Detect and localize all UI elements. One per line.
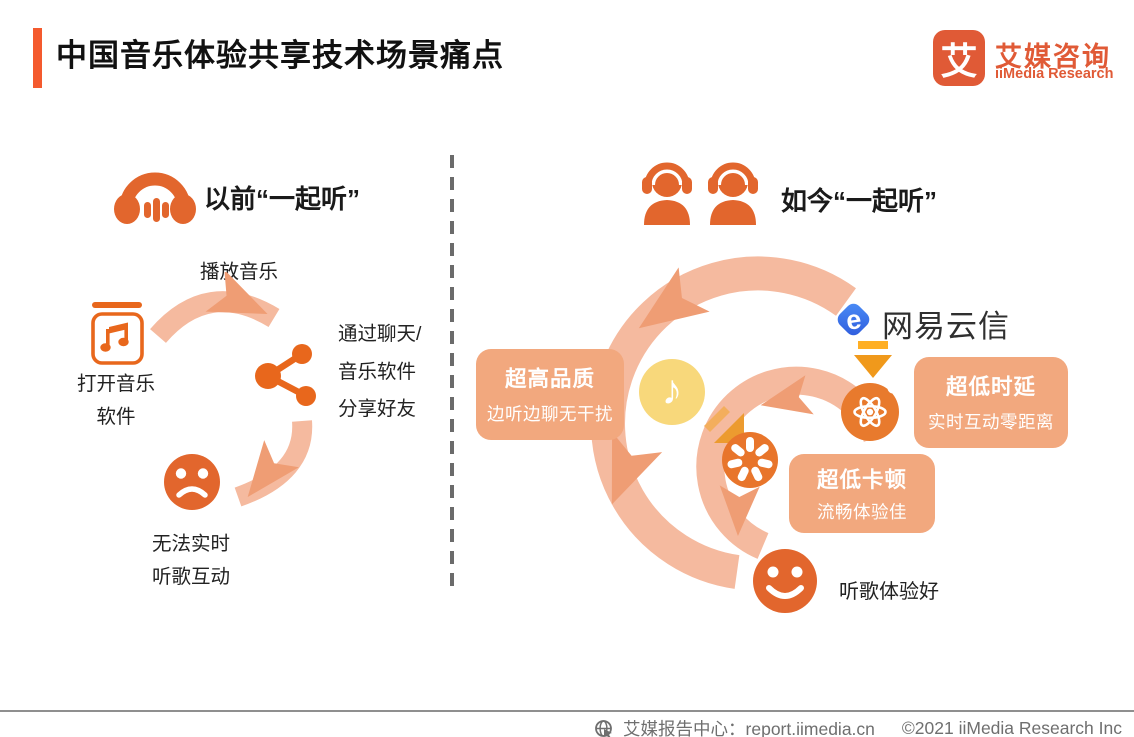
step-open-label: 打开音乐 软件 <box>66 368 166 434</box>
badge-latency: 超低时延 实时互动零距离 <box>914 357 1068 448</box>
badge-latency-sub: 实时互动零距离 <box>928 412 1054 432</box>
left-section-heading: 以前“一起听” <box>204 184 361 214</box>
listeners-avatars-icon <box>641 159 759 225</box>
step-share-line1: 通过聊天/ <box>338 323 422 345</box>
result-label: 听歌体验好 <box>839 581 939 603</box>
pain-label: 无法实时 听歌互动 <box>136 528 246 594</box>
netease-yunxin-name: 网易云信 <box>882 309 1010 344</box>
sad-face-icon <box>164 454 220 510</box>
badge-latency-title: 超低时延 <box>945 375 1036 399</box>
badge-quality: 超高品质 边听边聊无干扰 <box>476 349 624 440</box>
curved-arrow-down-icon <box>234 420 313 507</box>
brand-name-en: iiMedia Research <box>995 66 1114 82</box>
step-share-label: 通过聊天/ 音乐软件 分享好友 <box>338 316 421 429</box>
step-play-label: 播放音乐 <box>200 261 279 283</box>
right-section-heading: 如今“一起听” <box>781 186 938 216</box>
step-share-line3: 分享好友 <box>338 398 417 420</box>
down-chevron-icon <box>854 341 892 378</box>
netease-yunxin-logo-icon: e <box>837 303 870 336</box>
music-note-circle-icon: ♪ <box>639 359 705 425</box>
netease-icon-glyph: e <box>844 304 863 336</box>
iimedia-logo-icon: 艾 <box>933 30 985 86</box>
title-accent-bar <box>33 28 42 88</box>
spinner-icon <box>722 432 778 488</box>
step-share-line2: 音乐软件 <box>338 360 417 383</box>
page-title: 中国音乐体验共享技术场景痛点 <box>56 38 504 73</box>
badge-quality-title: 超高品质 <box>504 367 595 391</box>
step-open-line2: 软件 <box>96 406 136 428</box>
footer-source: 艾媒报告中心：report.iimedia.cn <box>623 719 875 737</box>
pain-line2: 听歌互动 <box>151 566 230 588</box>
avatar-right <box>707 159 759 225</box>
smiley-face-icon <box>753 549 817 613</box>
logo-mark-glyph: 艾 <box>940 41 978 82</box>
badge-lag: 超低卡顿 流畅体验佳 <box>789 454 935 533</box>
headphones-icon <box>114 172 196 224</box>
atom-icon <box>841 382 899 441</box>
footer-copyright: ©2021 iiMedia Research Inc <box>901 718 1122 737</box>
share-icon <box>255 344 316 406</box>
badge-lag-title: 超低卡顿 <box>816 468 907 492</box>
step-open-line1: 打开音乐 <box>76 373 155 395</box>
pain-line1: 无法实时 <box>151 533 230 555</box>
music-note-glyph: ♪ <box>661 366 683 413</box>
curved-arrow-right-icon <box>150 272 280 344</box>
footer-divider-line <box>0 710 1134 712</box>
dashed-divider <box>450 155 454 587</box>
globe-cursor-icon <box>595 719 613 737</box>
brand-name-cn: 艾媒咨询 <box>995 42 1111 72</box>
footer: 艾媒报告中心：report.iimedia.cn ©2021 iiMedia R… <box>594 716 1122 737</box>
music-app-icon <box>91 302 144 365</box>
avatar-left <box>641 159 693 225</box>
badge-lag-sub: 流畅体验佳 <box>817 502 907 522</box>
badge-quality-sub: 边听边聊无干扰 <box>487 404 613 424</box>
